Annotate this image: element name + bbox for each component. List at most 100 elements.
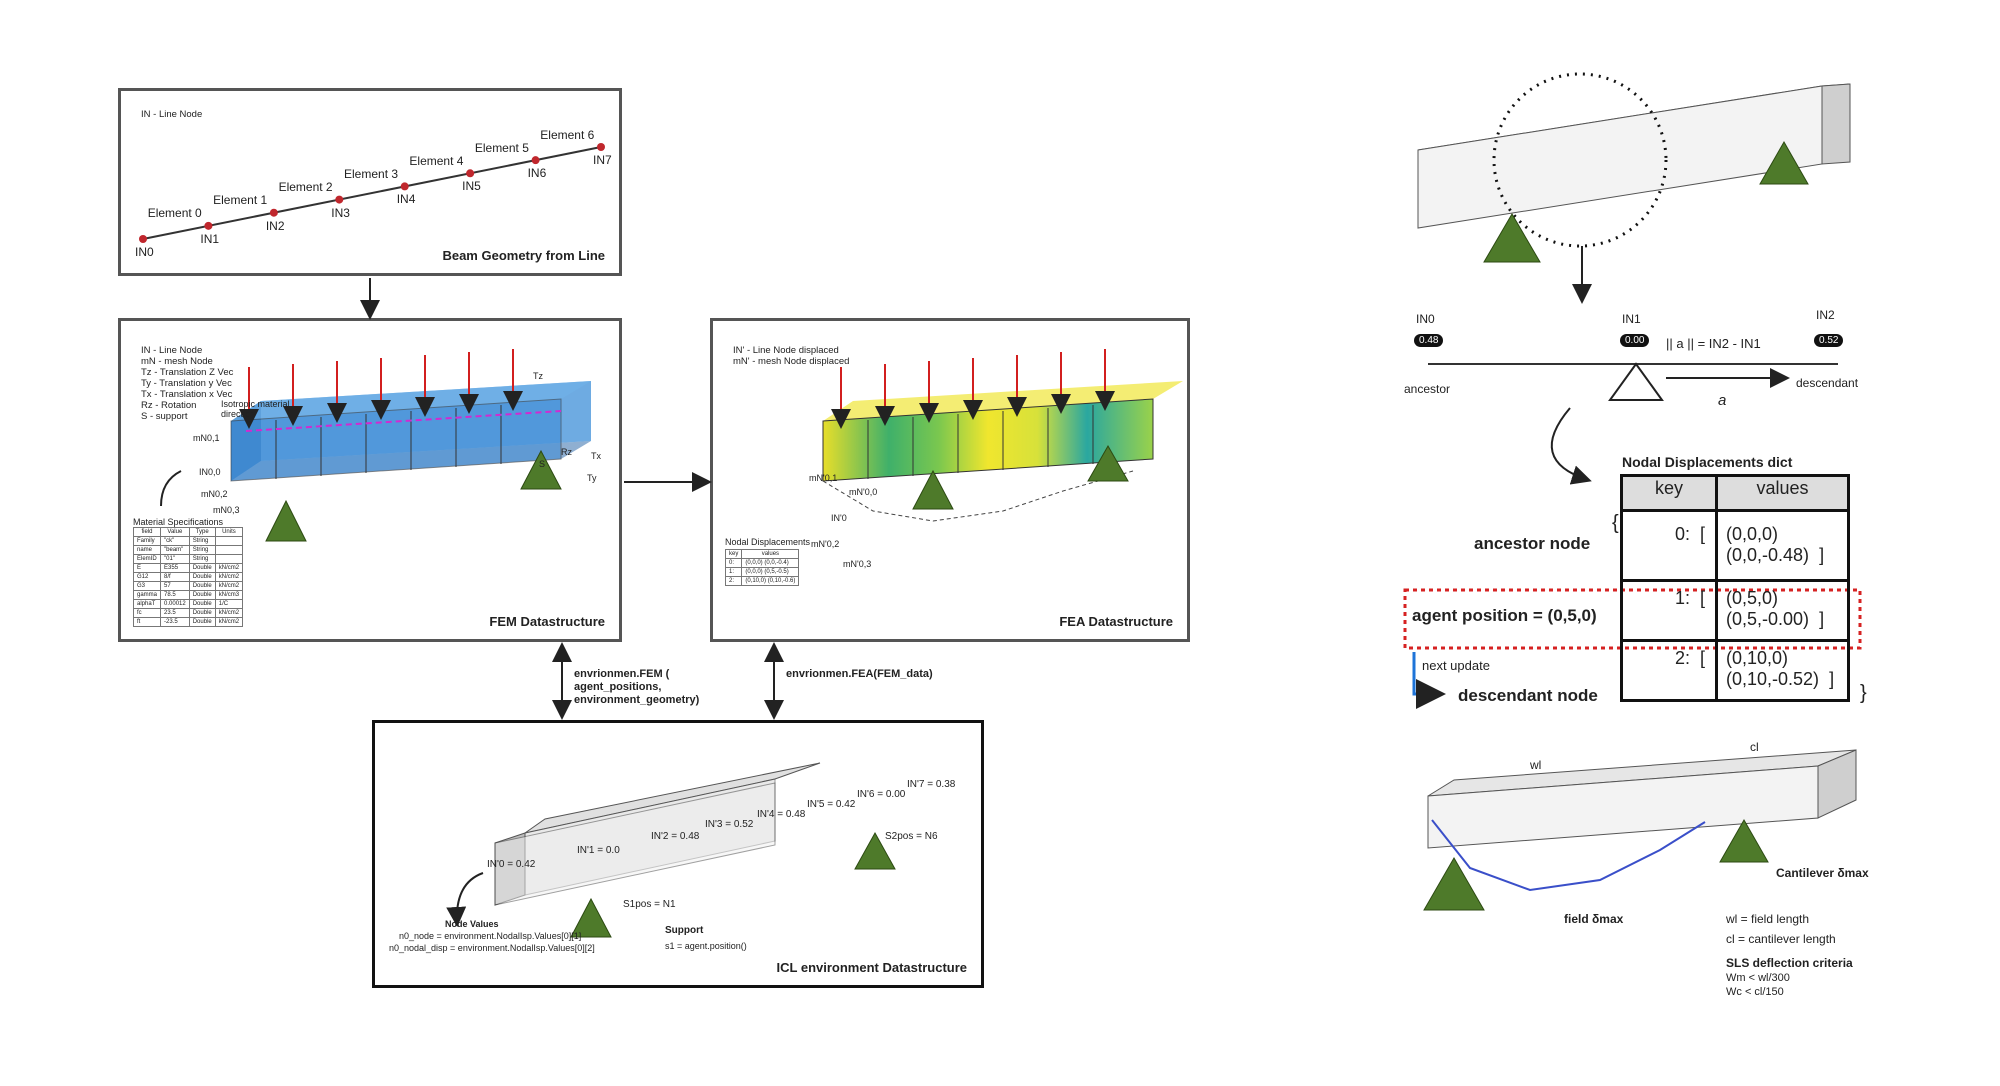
table-row: name"beam"String xyxy=(132,545,244,555)
nodal-dict-table: key values 0: [ (0,0,0)(0,0,-0.48) ] 1: … xyxy=(1620,474,1850,702)
icl-support-1: S1pos = N1 xyxy=(623,899,676,910)
wl-label: wl xyxy=(1530,758,1542,772)
beam-legend: IN - Line Node xyxy=(141,109,203,120)
icl-beam-svg xyxy=(446,762,896,938)
line-node-label: IN3 xyxy=(331,205,350,220)
line-node-label: IN1 xyxy=(200,231,220,246)
a-hat-label: a xyxy=(1718,392,1727,409)
fem-label-tx: Tx xyxy=(591,451,601,461)
fem-label-ty: Ty xyxy=(587,473,597,483)
next-update-label: next update xyxy=(1422,658,1490,673)
line-node-marker xyxy=(466,169,475,178)
beam-panel-title: Beam Geometry from Line xyxy=(442,248,605,263)
table-row: 2:(0,10,0) (0,10,-0.6) xyxy=(724,576,800,586)
sls-line-0: Wm < wl/300 xyxy=(1726,972,1790,984)
element-label: Element 5 xyxy=(474,140,529,155)
table-row: 2: [ (0,10,0)(0,10,-0.52) ] xyxy=(1620,639,1850,702)
fea-label-mn01: mN'0,1 xyxy=(809,473,838,483)
table-row: 1:(0,0,0) (0,5,-0.5) xyxy=(724,567,800,577)
fea-panel-title: FEA Datastructure xyxy=(1059,614,1173,629)
brace-close: } xyxy=(1860,682,1867,704)
cantilever-delta-label: Cantilever δmax xyxy=(1776,866,1869,880)
element-label: Element 3 xyxy=(344,167,399,181)
line-node-marker xyxy=(531,156,540,165)
fem-label-tz: Tz xyxy=(533,371,543,381)
beam-geometry-panel: IN - Line Node Beam Geometry from Line I… xyxy=(118,88,622,276)
agent-position-label: agent position = (0,5,0) xyxy=(1412,606,1597,625)
line-node-label: IN5 xyxy=(462,179,481,194)
brace-open: { xyxy=(1612,512,1619,534)
icl-node-label-5: IN'5 = 0.42 xyxy=(807,799,856,810)
icl-node-label-2: IN'2 = 0.48 xyxy=(651,831,700,842)
fea-label-mn00: mN'0,0 xyxy=(849,487,878,497)
right-node-name-2: IN2 xyxy=(1816,308,1835,322)
line-node-marker xyxy=(139,235,147,243)
line-node-marker xyxy=(269,208,278,217)
icl-node-label-4: IN'4 = 0.48 xyxy=(757,809,806,820)
table-row: key values xyxy=(1620,474,1850,512)
icl-panel-title: ICL environment Datastructure xyxy=(776,960,967,975)
fem-label-rz: Rz xyxy=(561,447,572,457)
fem-beam-svg xyxy=(160,349,591,542)
fem-call-label: envrionmen.FEM ( agent_positions, enviro… xyxy=(574,668,700,706)
right-node-name-1: IN1 xyxy=(1622,312,1641,326)
fem-legend: IN - Line Node mN - mesh Node Tz - Trans… xyxy=(141,345,234,422)
line-node-marker xyxy=(400,182,409,191)
right-node-value-1: 0.00 xyxy=(1620,334,1650,347)
icl-support-2: S2pos = N6 xyxy=(885,831,938,842)
node-values-title: Node Values xyxy=(445,919,499,929)
support-title: Support xyxy=(665,925,704,936)
fea-label-in0: IN'0 xyxy=(831,513,847,523)
nodal-caption: Nodal Displacements xyxy=(725,537,811,547)
icl-node-label-7: IN'7 = 0.38 xyxy=(907,779,956,790)
line-node-marker xyxy=(335,195,344,204)
dict-title: Nodal Displacements dict xyxy=(1622,454,1793,470)
right-node-value-2: 0.52 xyxy=(1814,334,1844,347)
element-label: Element 2 xyxy=(278,180,333,195)
def-line-1: cl = cantilever length xyxy=(1726,932,1836,946)
fem-label-mn02: mN0,2 xyxy=(201,489,228,499)
table-row: 0: [ (0,0,0)(0,0,-0.48) ] xyxy=(1620,509,1850,582)
fem-label-iso: Isotropic material direction xyxy=(221,399,290,419)
descendant-node-label: descendant node xyxy=(1458,686,1598,705)
ancestor-node-label: ancestor node xyxy=(1474,534,1591,553)
line-node-marker xyxy=(597,143,605,151)
line-node-label: IN0 xyxy=(135,245,154,259)
fem-label-s: S xyxy=(539,459,546,469)
sls-line-1: Wc < cl/150 xyxy=(1726,986,1784,998)
icl-node-label-3: IN'3 = 0.52 xyxy=(705,819,754,830)
beam-line-svg xyxy=(139,143,605,243)
table-row: 0:(0,0,0) (0,0,-0.4) xyxy=(724,558,800,568)
line-node-label: IN2 xyxy=(265,218,285,233)
line-node-label: IN7 xyxy=(593,153,612,167)
element-label: Element 0 xyxy=(147,206,202,221)
fea-call-label: envrionmen.FEA(FEM_data) xyxy=(786,668,933,680)
field-delta-label: field δmax xyxy=(1564,912,1624,926)
fem-panel-title: FEM Datastructure xyxy=(489,614,605,629)
table-row: 1: [ (0,5,0)(0,5,-0.00) ] xyxy=(1620,579,1850,642)
material-caption: Material Specifications xyxy=(133,517,224,527)
icl-node-label-6: IN'6 = 0.00 xyxy=(857,789,906,800)
fem-label-mn03: mN0,3 xyxy=(213,505,240,515)
icl-node-label-0: IN'0 = 0.42 xyxy=(487,859,536,870)
element-label: Element 1 xyxy=(213,193,268,208)
fea-panel: IN' - Line Node displaced mN' - mesh Nod… xyxy=(710,318,1190,642)
icl-panel: IN'0 = 0.42 IN'1 = 0.0 IN'2 = 0.48 IN'3 … xyxy=(372,720,984,988)
table-row: ElemID"01"String xyxy=(132,554,244,564)
fea-label-mn03: mN'0,3 xyxy=(843,559,872,569)
right-node-name-0: IN0 xyxy=(1416,312,1435,326)
fea-beam-svg xyxy=(822,349,1183,522)
icl-node-label-1: IN'1 = 0.0 xyxy=(577,845,620,856)
fea-legend: IN' - Line Node displaced mN' - mesh Nod… xyxy=(733,345,850,367)
fem-label-in00: IN0,0 xyxy=(199,467,221,477)
line-node-label: IN4 xyxy=(396,192,416,207)
